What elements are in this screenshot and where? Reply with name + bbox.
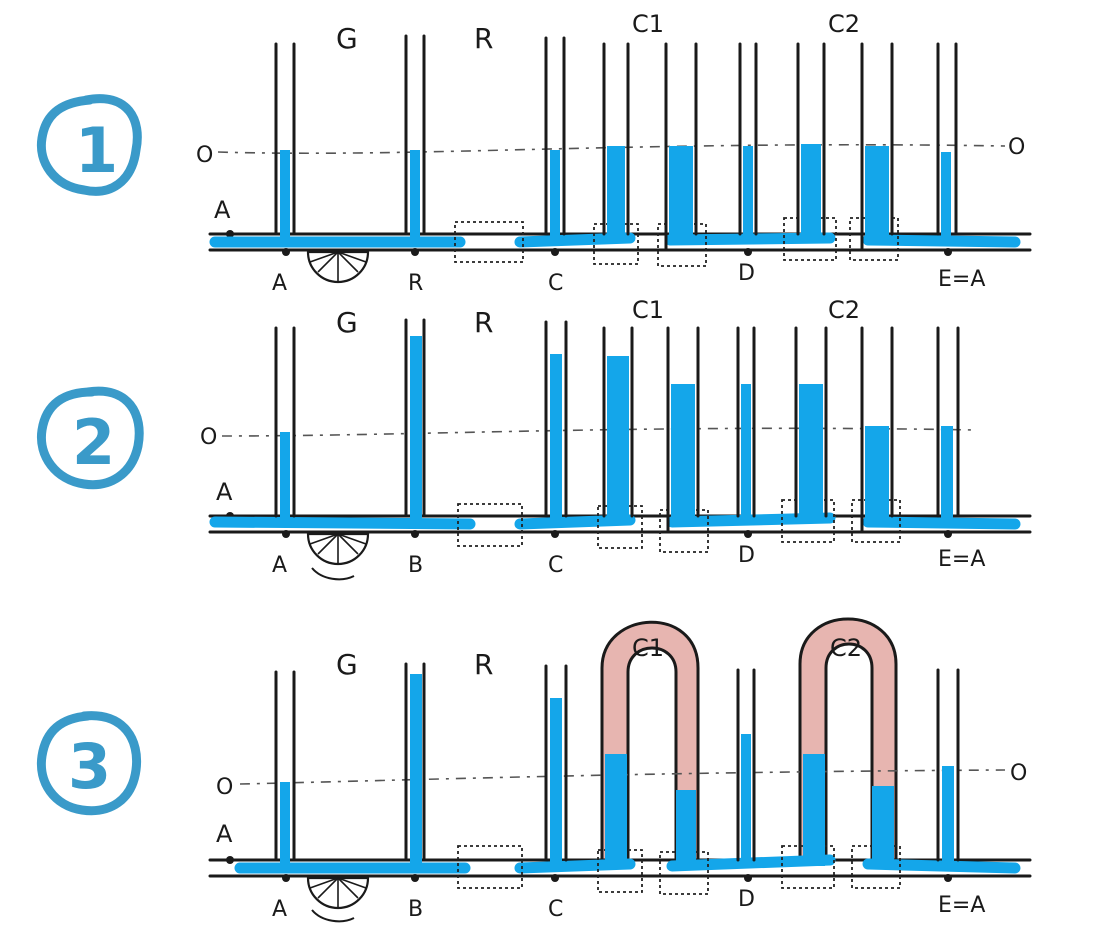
panel-3-label-R: R bbox=[474, 648, 493, 681]
panel-3-point-A-left: A bbox=[216, 820, 233, 848]
panel-1-point-B: R bbox=[408, 271, 423, 296]
panel-3: 3 G R C1 C2 O O A bbox=[36, 617, 1032, 923]
panel-2-zero-left: O bbox=[200, 425, 217, 450]
panel-2-point-A: A bbox=[272, 553, 287, 578]
panel-3-point-D: D bbox=[738, 887, 755, 912]
panel-1-zero-line bbox=[217, 143, 1006, 155]
panel-3-label-C2: C2 bbox=[830, 634, 862, 662]
panel-2-label-C2: C2 bbox=[828, 296, 860, 324]
panel-3-point-B: B bbox=[408, 897, 423, 922]
panel-1-badge bbox=[36, 94, 142, 196]
panel-3-zero-left: O bbox=[216, 775, 233, 800]
panel-3-label-G: G bbox=[336, 648, 358, 681]
panel-1-zero-left: O bbox=[196, 143, 213, 168]
panel-1-point-A: A bbox=[272, 271, 287, 296]
panel-3-point-C: C bbox=[548, 897, 563, 922]
panel-2-point-B: B bbox=[408, 553, 423, 578]
panel-2-label-C1: C1 bbox=[632, 296, 664, 324]
panel-3-label-C1: C1 bbox=[632, 634, 664, 662]
panel-1-label-C1: C1 bbox=[632, 10, 664, 38]
panel-2-point-E: E=A bbox=[938, 547, 985, 572]
panel-2: 2 G R C1 C2 O A bbox=[36, 296, 1032, 581]
panel-1-label-C2: C2 bbox=[828, 10, 860, 38]
panel-1-point-E: E=A bbox=[938, 267, 985, 292]
panel-1-point-C: C bbox=[548, 271, 563, 296]
panel-3-number: 3 bbox=[68, 730, 111, 803]
panel-2-label-G: G bbox=[336, 306, 358, 339]
panel-3-zero-right: O bbox=[1010, 761, 1027, 786]
panel-2-number: 2 bbox=[72, 406, 115, 479]
panel-1-label-G: G bbox=[336, 22, 358, 55]
panel-3-point-A: A bbox=[272, 897, 287, 922]
panel-1-point-D: D bbox=[738, 261, 755, 286]
panel-1: 1 G R C1 C2 O O A bbox=[36, 10, 1032, 296]
panel-1-zero-right: O bbox=[1008, 135, 1025, 160]
panel-2-point-C: C bbox=[548, 553, 563, 578]
panel-3-badge bbox=[36, 711, 142, 816]
panel-2-point-A-left: A bbox=[216, 478, 233, 506]
panel-2-badge bbox=[36, 386, 144, 490]
panel-2-point-D: D bbox=[738, 543, 755, 568]
panel-3-point-E: E=A bbox=[938, 893, 985, 918]
panel-2-label-R: R bbox=[474, 306, 493, 339]
panel-1-label-R: R bbox=[474, 22, 493, 55]
panel-1-point-A-left: A bbox=[214, 196, 231, 224]
panel-1-number: 1 bbox=[75, 114, 118, 187]
